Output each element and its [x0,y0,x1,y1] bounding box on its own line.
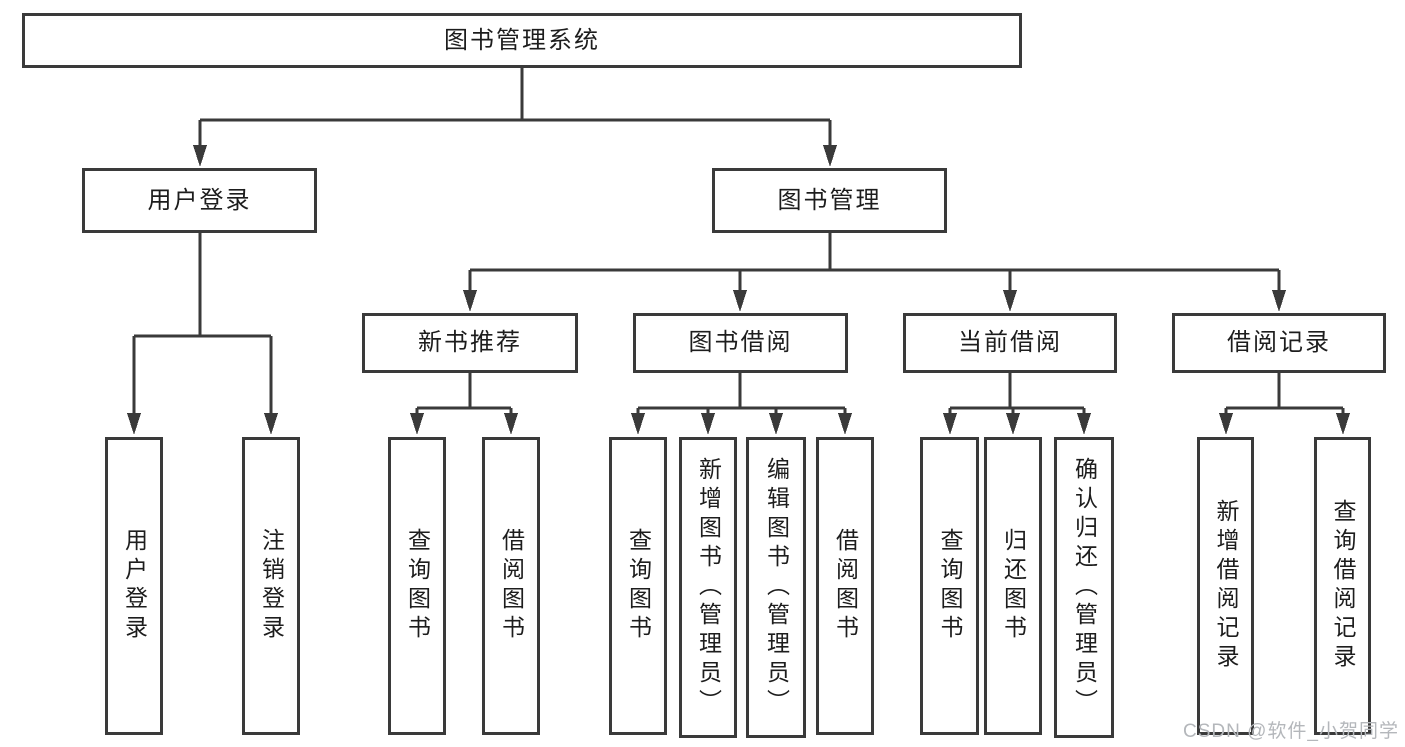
node-book-borrowing-label: 图书借阅 [688,329,793,356]
node-user-login-leaf-label: 用户登录 [121,528,148,644]
node-new-book-recommend-label: 新书推荐 [418,329,522,356]
arrowhead-icon [463,290,477,312]
node-rec-add-borrow-record: 新增借阅记录 [1197,437,1254,735]
node-rec-add-borrow-record-label: 新增借阅记录 [1213,499,1239,673]
arrowhead-icon [1006,413,1020,435]
node-bw-query-books: 查询图书 [609,437,667,735]
arrowheads [127,145,1350,435]
arrowhead-icon [1003,290,1017,312]
node-rec-query-borrow-record: 查询借阅记录 [1314,437,1371,735]
arrowhead-icon [504,413,518,435]
node-book-management: 图书管理 [712,168,947,233]
node-book-management-label: 图书管理 [777,186,882,214]
node-cur-query-books: 查询图书 [920,437,979,735]
arrowhead-icon [733,290,747,312]
node-new-book-recommend: 新书推荐 [362,313,578,373]
node-bw-add-book-admin: 新增图书（管理员） [679,437,737,738]
arrowhead-icon [264,413,278,435]
node-borrow-records-label: 借阅记录 [1227,329,1331,356]
arrowhead-icon [193,145,207,167]
node-root: 图书管理系统 [22,13,1022,68]
node-nb-query-books-label: 查询图书 [404,528,431,644]
node-logout-leaf-label: 注销登录 [258,528,285,644]
node-bw-query-books-label: 查询图书 [625,528,652,644]
node-cur-return-books-label: 归还图书 [1000,528,1027,644]
arrowhead-icon [838,413,852,435]
node-current-borrowing-label: 当前借阅 [958,329,1062,356]
node-rec-query-borrow-record-label: 查询借阅记录 [1330,499,1356,673]
node-nb-borrow-books: 借阅图书 [482,437,540,735]
node-logout-leaf: 注销登录 [242,437,300,735]
node-user-login: 用户登录 [82,168,317,233]
arrowhead-icon [127,413,141,435]
arrowhead-icon [410,413,424,435]
node-bw-edit-book-admin: 编辑图书（管理员） [746,437,806,738]
node-user-login-leaf: 用户登录 [105,437,163,735]
csdn-watermark: CSDN @软件_小贺同学 [1183,721,1399,742]
connector-path [132,68,1345,417]
node-current-borrowing: 当前借阅 [903,313,1117,373]
node-cur-return-books: 归还图书 [984,437,1042,735]
arrowhead-icon [823,145,837,167]
node-user-login-label: 用户登录 [147,186,252,214]
node-nb-query-books: 查询图书 [388,437,446,735]
node-cur-confirm-return-admin-label: 确认归还（管理员） [1071,457,1098,718]
arrowhead-icon [701,413,715,435]
node-bw-borrow-books-label: 借阅图书 [832,528,859,644]
node-bw-edit-book-admin-label: 编辑图书（管理员） [763,457,790,718]
arrowhead-icon [1219,413,1233,435]
arrowhead-icon [769,413,783,435]
node-borrow-records: 借阅记录 [1172,313,1386,373]
node-bw-borrow-books: 借阅图书 [816,437,874,735]
arrowhead-icon [1336,413,1350,435]
node-cur-confirm-return-admin: 确认归还（管理员） [1054,437,1114,738]
node-nb-borrow-books-label: 借阅图书 [498,528,525,644]
node-book-borrowing: 图书借阅 [633,313,848,373]
node-cur-query-books-label: 查询图书 [937,528,963,644]
node-bw-add-book-admin-label: 新增图书（管理员） [695,457,722,718]
arrowhead-icon [631,413,645,435]
arrowhead-icon [1077,413,1091,435]
node-root-label: 图书管理系统 [444,26,600,54]
arrowhead-icon [1272,290,1286,312]
arrowhead-icon [943,413,957,435]
